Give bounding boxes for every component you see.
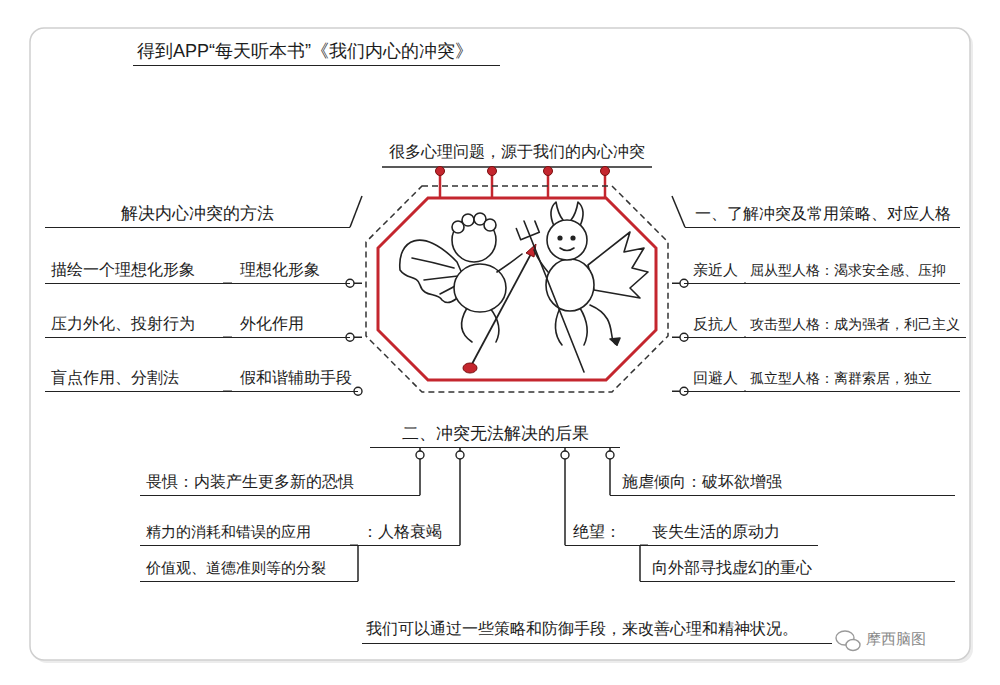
node-text: 压力外化、投射行为 — [51, 314, 195, 334]
central-topic: 很多心理问题，源于我们的内心冲突 — [362, 140, 672, 396]
node-text: 很多心理问题，源于我们的内心冲突 — [389, 142, 645, 162]
branch-heading: 解决内心冲突的方法 — [45, 202, 350, 228]
node-text: 施虐倾向：破坏欲增强 — [622, 472, 782, 492]
leaf-item: 向外部寻找虚幻的重心 — [640, 556, 955, 582]
card — [30, 28, 970, 660]
arrow-prop — [463, 244, 536, 373]
leaf-item: 描绘一个理想化形象 — [45, 258, 223, 284]
branch-line — [223, 283, 232, 285]
branch-line — [640, 545, 648, 547]
pin-line — [439, 173, 442, 198]
branch-line — [350, 545, 358, 547]
branch-dot — [456, 451, 464, 459]
leaf-item: 价值观、道德准则等的分裂 — [140, 556, 358, 582]
branch-heading: 一、了解冲突及常用策略、对应人格 — [685, 202, 960, 228]
node-text: 攻击型人格：成为强者，利己主义 — [750, 314, 960, 334]
branch-line — [459, 448, 461, 545]
eye — [571, 236, 575, 240]
leaf-item: 盲点作用、分割法 — [45, 366, 223, 392]
watermark: 摩西脑图 — [862, 628, 930, 653]
summary-caption: 我们可以通过一些策略和防御手段，来改善心理和精神状况。 — [362, 618, 832, 644]
node-text: 屈从型人格：渴求安全感、压抑 — [750, 260, 946, 280]
trident-head — [516, 221, 539, 240]
node-text: 回避人 — [693, 368, 738, 388]
node-text: 二、冲突无法解决的后果 — [402, 424, 589, 444]
tail-tip — [610, 338, 620, 345]
cupid-arm — [497, 254, 522, 272]
branch-line — [350, 196, 362, 227]
devil-body — [546, 259, 594, 311]
leaf-item: 压力外化、投射行为 — [45, 312, 223, 338]
node-text: 精力的消耗和错误的应用 — [146, 522, 311, 542]
curl — [484, 219, 496, 231]
page-title: 得到APP“每天听本书”《我们内心的冲突》 — [133, 40, 500, 66]
sub-branch: 反抗人 — [684, 312, 744, 338]
red-pins — [436, 167, 610, 199]
cupid-head — [452, 218, 496, 262]
node-text: 丧失生活的原动力 — [652, 522, 780, 542]
sub-branch: ：人格衰竭 — [358, 520, 460, 546]
node-text: 外化作用 — [240, 314, 304, 334]
topic-underline — [382, 166, 652, 168]
leaf-item: 精力的消耗和错误的应用 — [140, 520, 350, 546]
dashed-octagon — [366, 186, 668, 392]
arrow-shaft — [472, 252, 532, 364]
bat-wing — [588, 232, 648, 298]
node-text: 亲近人 — [693, 260, 738, 280]
branch-line — [223, 391, 232, 393]
sub-branch: 畏惧：内装产生更多新的恐惧 — [140, 470, 420, 496]
branch-heading: 二、冲突无法解决的后果 — [370, 422, 620, 448]
node-text: 价值观、道德准则等的分裂 — [146, 558, 326, 578]
cupid — [400, 213, 522, 342]
devil-arm — [534, 250, 548, 272]
branch-dot — [416, 451, 424, 459]
sub-branch: 回避人 — [684, 366, 744, 392]
sub-branch: 施虐倾向：破坏欲增强 — [610, 470, 955, 496]
branch-line — [223, 337, 232, 339]
sub-branch: 假和谐辅助手段 — [232, 366, 358, 392]
devil-head — [547, 220, 587, 260]
grin — [560, 248, 574, 251]
eye — [558, 236, 562, 240]
leaf-item: 丧失生活的原动力 — [648, 520, 818, 546]
pin-dot — [488, 167, 497, 176]
pin-dot — [544, 167, 553, 176]
sub-branch: 亲近人 — [684, 258, 744, 284]
node-text: ：人格衰竭 — [362, 522, 442, 542]
leaf-item: 攻击型人格：成为强者，利己主义 — [746, 312, 966, 338]
trident-shaft — [530, 236, 584, 372]
node-text: 解决内心冲突的方法 — [121, 204, 274, 224]
leaf-item: 孤立型人格：离群索居，独立 — [746, 366, 960, 392]
wechat-icon — [836, 631, 860, 651]
branch-dot — [606, 451, 614, 459]
branch-line — [672, 196, 685, 227]
node-text: 盲点作用、分割法 — [51, 368, 179, 388]
devil — [516, 202, 648, 372]
node-text: 描绘一个理想化形象 — [51, 260, 195, 280]
node-text: 理想化形象 — [240, 260, 320, 280]
node-text: 绝望： — [573, 522, 621, 542]
node-text: 孤立型人格：离群索居，独立 — [750, 368, 932, 388]
node-text: 一、了解冲突及常用策略、对应人格 — [695, 204, 951, 224]
sub-branch: 绝望： — [565, 520, 640, 546]
sub-branch: 理想化形象 — [232, 258, 350, 284]
pin-dot — [601, 167, 610, 176]
branch-dot — [561, 451, 569, 459]
bubble — [846, 640, 860, 651]
red-octagon — [378, 198, 656, 380]
sub-branch: 外化作用 — [232, 312, 350, 338]
arrow-tail — [463, 363, 477, 373]
branch-line — [357, 545, 359, 581]
leaf-item: 屈从型人格：渴求安全感、压抑 — [746, 258, 960, 284]
node-text: 向外部寻找虚幻的重心 — [652, 558, 812, 578]
conflict-illustration — [362, 140, 672, 396]
curl — [462, 214, 474, 226]
node-text: 假和谐辅助手段 — [240, 368, 352, 388]
pin-dot — [436, 167, 445, 176]
node-text: 畏惧：内装产生更多新的恐惧 — [146, 472, 354, 492]
node-text: 反抗人 — [693, 314, 738, 334]
